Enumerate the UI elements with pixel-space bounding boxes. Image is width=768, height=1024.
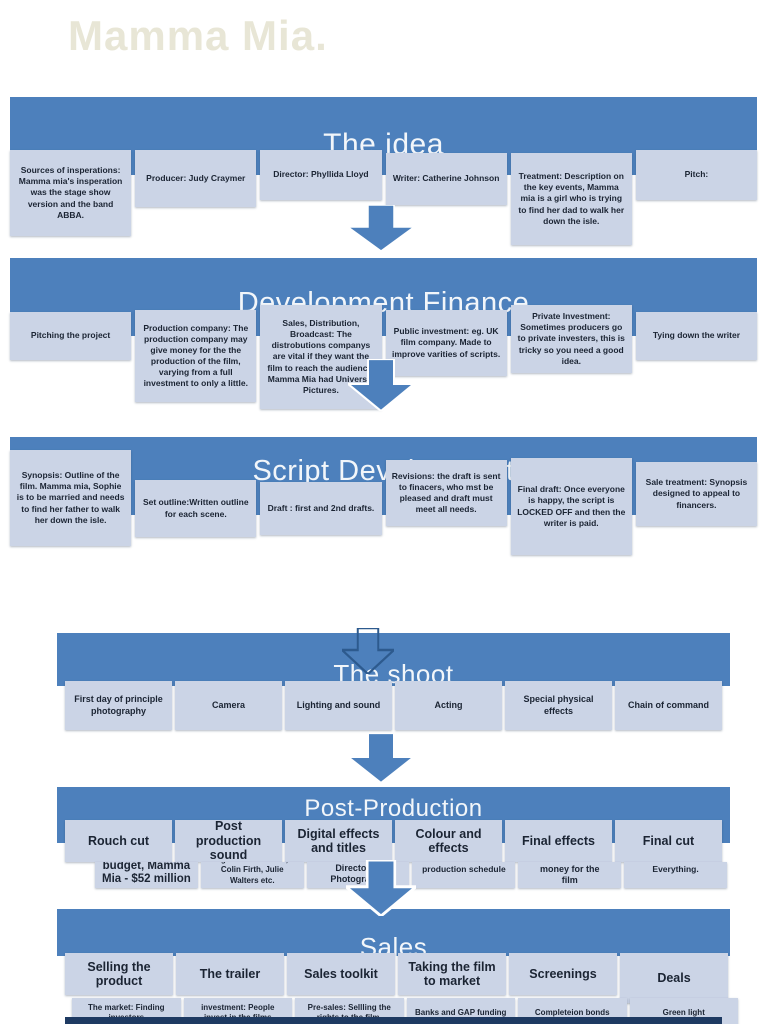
- flow-box: Screenings: [509, 953, 617, 995]
- flow-box: money for the film: [518, 862, 622, 888]
- flow-box: Final effects: [505, 820, 612, 862]
- flow-box: Final draft: Once everyone is happy, the…: [510, 458, 632, 555]
- flow-box: Synopsis: Outline of the film. Mamma mia…: [10, 450, 132, 546]
- section-the-idea: The idea Sources of insperations: Mamma …: [10, 97, 758, 245]
- flow-box: budget, Mamma Mia - $52 million: [95, 862, 198, 888]
- section-script-development: Script Development Synopsis: Outline of …: [10, 437, 758, 557]
- flow-box: Draft : first and 2nd drafts.: [260, 482, 382, 535]
- flow-box: production schedule: [412, 862, 516, 888]
- section-banner: Sales: [57, 909, 730, 962]
- flow-box: Rouch cut: [65, 820, 172, 862]
- flow-box: Tying down the writer: [635, 312, 758, 360]
- flow-box: Taking the film to market: [398, 953, 506, 995]
- box-row: Synopsis: Outline of the film. Mamma mia…: [10, 450, 758, 555]
- flow-box: Lighting and sound: [285, 681, 392, 730]
- flow-box: Chain of command: [615, 681, 722, 730]
- down-arrow-icon: [348, 205, 414, 251]
- section-development-finance: Development Finance Pitching the project…: [10, 258, 758, 413]
- flow-box: Pitching the project: [10, 312, 132, 360]
- flow-box: Acting: [395, 681, 502, 730]
- down-arrow-outline-icon: [342, 628, 394, 674]
- flow-box: Post production sound: [175, 819, 282, 862]
- flow-box: Camera: [175, 681, 282, 730]
- section-title: Post-Production: [304, 795, 483, 822]
- bottom-banner-edge: [65, 1017, 722, 1024]
- flow-box: Treatment: Description on the key events…: [510, 153, 632, 245]
- down-arrow-icon: [346, 860, 416, 916]
- down-arrow-icon: [348, 733, 414, 783]
- flow-box: Sales toolkit: [287, 953, 395, 995]
- flow-box: Producer: Judy Craymer: [135, 150, 257, 207]
- flow-box: Sources of insperations: Mamma mia's ins…: [10, 150, 132, 236]
- flow-box: Revisions: the draft is sent to finacers…: [385, 460, 507, 526]
- section-banner: Development Finance: [10, 258, 757, 336]
- flow-box: Pitch:: [635, 150, 758, 200]
- flow-box: Colour and effects: [395, 820, 502, 862]
- flow-box: First day of principle photography: [65, 681, 172, 730]
- flow-box: Sale treatment: Synopsis designed to app…: [635, 462, 758, 526]
- flow-box: Director: Phyllida Lloyd: [260, 150, 382, 200]
- flow-box: Deals: [620, 953, 728, 1003]
- flow-box: Final cut: [615, 820, 722, 862]
- flow-box: Digital effects and titles: [285, 820, 392, 862]
- flow-box: Special physical effects: [505, 681, 612, 730]
- flow-box: Selling the product: [65, 953, 173, 995]
- section-the-shoot: The shoot First day of principle photogr…: [57, 633, 730, 733]
- page-title: Mamma Mia.: [68, 12, 328, 59]
- flow-box: Private Investment: Sometimes producers …: [510, 305, 632, 373]
- section-banner: The idea: [10, 97, 757, 175]
- flow-box: The trailer: [176, 953, 284, 995]
- flow-box: Production company: The production compa…: [135, 310, 257, 402]
- box-row: Sources of insperations: Mamma mia's ins…: [10, 150, 758, 245]
- flow-box: Writer: Catherine Johnson: [385, 153, 507, 205]
- section-banner: The shoot: [57, 633, 730, 689]
- flow-box: Everything.: [624, 862, 727, 888]
- flow-box: Public investment: eg. UK film company. …: [385, 310, 507, 376]
- section-banner: Script Development: [10, 437, 757, 515]
- down-arrow-icon: [348, 359, 414, 411]
- flow-box: Set outline:Written outline for each sce…: [135, 480, 257, 537]
- flow-box: eg. Piece Brosnan, Colin Firth, Julie Wa…: [200, 862, 304, 888]
